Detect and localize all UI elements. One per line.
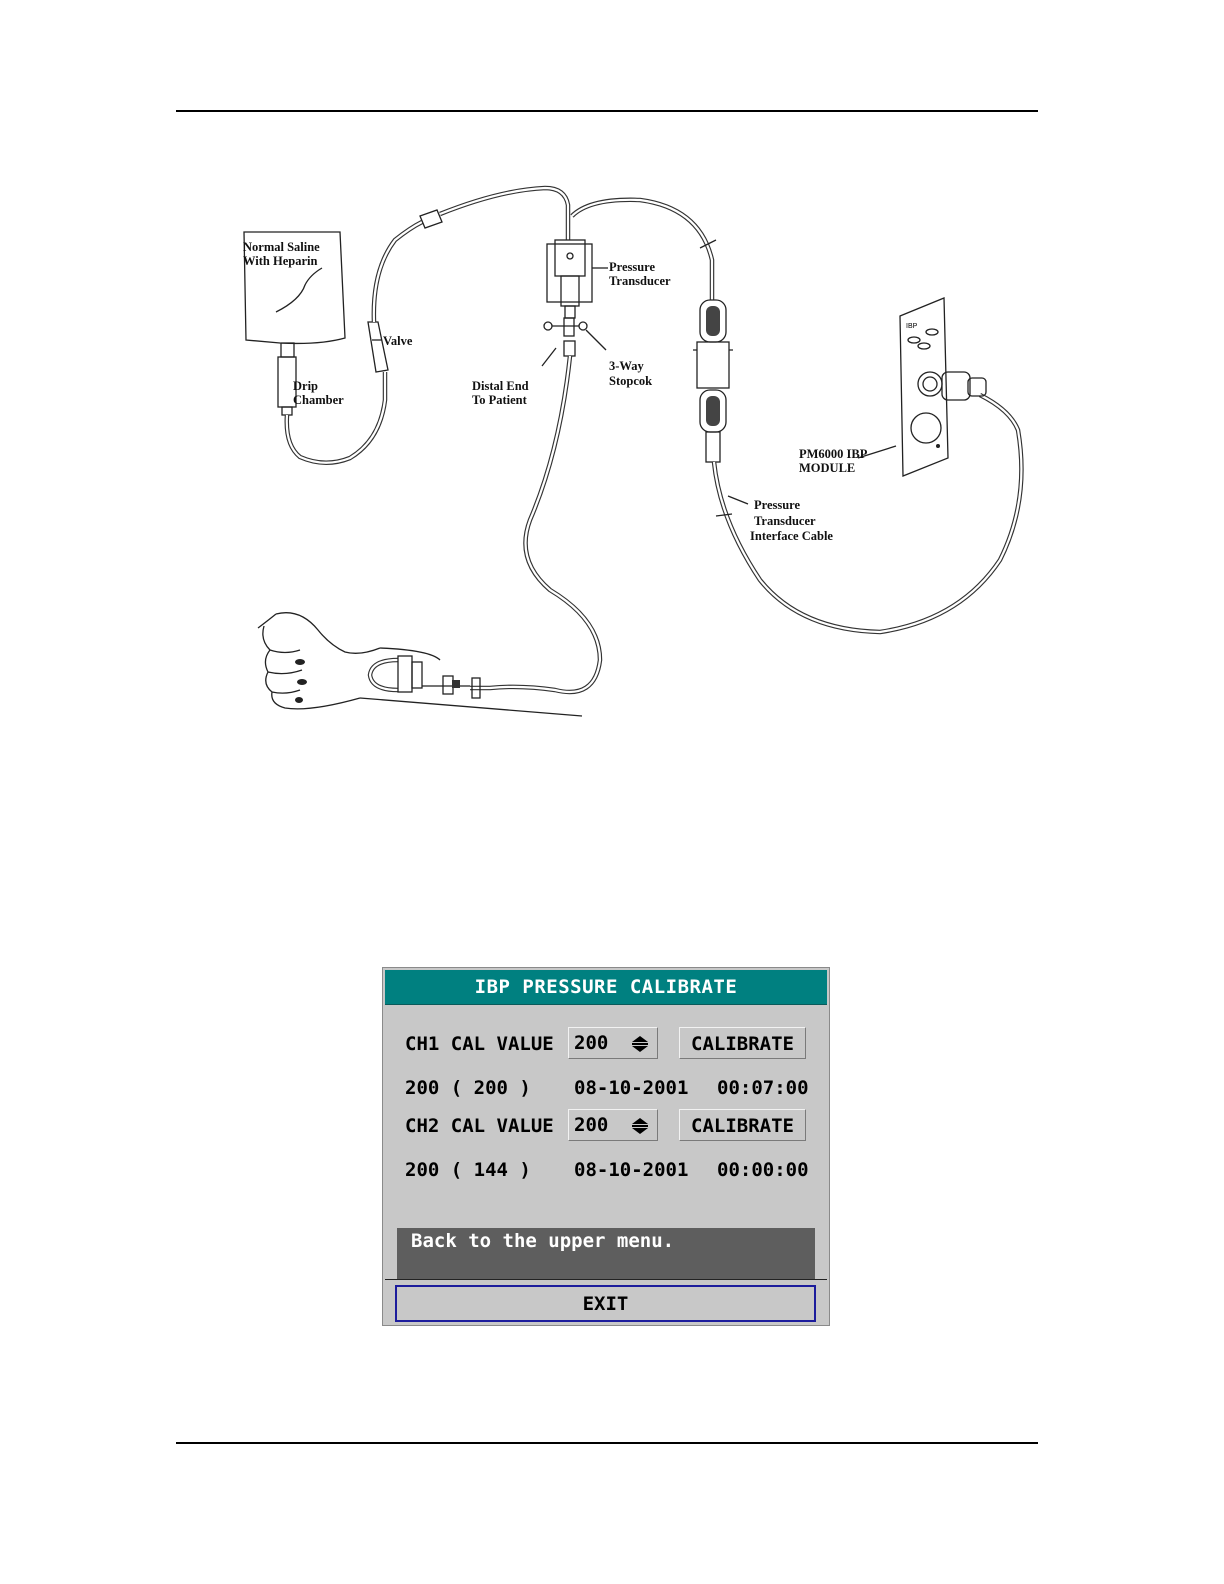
ch2-cal-label: CH2 CAL VALUE [405, 1115, 554, 1137]
label-stopcock-2: Stopcok [609, 374, 652, 388]
cable-connector [693, 299, 733, 463]
up-down-arrows-icon [632, 1036, 648, 1052]
ch1-status-value: 200 ( 200 ) [405, 1077, 531, 1099]
diagram-labels: Normal Saline With Heparin Valve Drip Ch… [243, 240, 868, 543]
label-transducer-1: Pressure [609, 260, 656, 274]
ch1-cal-value-spinner[interactable]: 200 [568, 1027, 658, 1059]
ch2-calibrate-button[interactable]: CALIBRATE [679, 1109, 806, 1141]
label-valve: Valve [383, 334, 413, 348]
ibp-setup-diagram: IBP Normal Saline Wi [243, 185, 1024, 717]
ch2-status-date: 08-10-2001 [574, 1159, 689, 1181]
ch1-status-time: 00:07:00 [717, 1077, 809, 1099]
ch2-status-time: 00:00:00 [717, 1159, 809, 1181]
ch1-status-date: 08-10-2001 [574, 1077, 689, 1099]
label-drip-1: Drip [293, 379, 318, 393]
dialog-title: IBP PRESSURE CALIBRATE [385, 970, 827, 1005]
arterial-catheter [367, 655, 481, 699]
dialog-separator [385, 1279, 827, 1280]
label-cable-1: Pressure [754, 498, 801, 512]
up-down-arrows-icon [632, 1118, 648, 1134]
valve [367, 321, 389, 373]
label-saline-2: With Heparin [243, 254, 317, 268]
module-plug [941, 371, 987, 401]
ch1-cal-value: 200 [574, 1032, 609, 1054]
ch1-calibrate-button[interactable]: CALIBRATE [679, 1027, 806, 1059]
label-stopcock-1: 3-Way [609, 359, 644, 373]
label-distal-1: Distal End [472, 379, 529, 393]
ch2-cal-value-spinner[interactable]: 200 [568, 1109, 658, 1141]
ibp-module-panel: IBP [899, 297, 949, 477]
label-transducer-2: Transducer [609, 274, 671, 288]
ch2-cal-value: 200 [574, 1114, 609, 1136]
label-drip-2: Chamber [293, 393, 344, 407]
label-module-1: PM6000 IBP [799, 447, 868, 461]
patient-arm [257, 612, 583, 717]
panel-text: IBP [906, 323, 918, 330]
label-distal-2: To Patient [472, 393, 528, 407]
label-saline-1: Normal Saline [243, 240, 320, 254]
inline-connector [419, 209, 443, 229]
three-way-stopcock [541, 317, 607, 367]
exit-button[interactable]: EXIT [395, 1285, 816, 1322]
footer-rule [176, 1442, 1038, 1444]
label-module-2: MODULE [799, 461, 855, 475]
ch1-cal-label: CH1 CAL VALUE [405, 1033, 554, 1055]
header-rule [176, 110, 1038, 112]
ch2-status-value: 200 ( 144 ) [405, 1159, 531, 1181]
pressure-transducer [546, 239, 608, 319]
help-text: Back to the upper menu. [397, 1228, 815, 1279]
label-cable-3: Interface Cable [750, 529, 833, 543]
ibp-calibrate-dialog: IBP PRESSURE CALIBRATE CH1 CAL VALUE 200… [382, 967, 830, 1326]
label-cable-2: Transducer [754, 514, 816, 528]
